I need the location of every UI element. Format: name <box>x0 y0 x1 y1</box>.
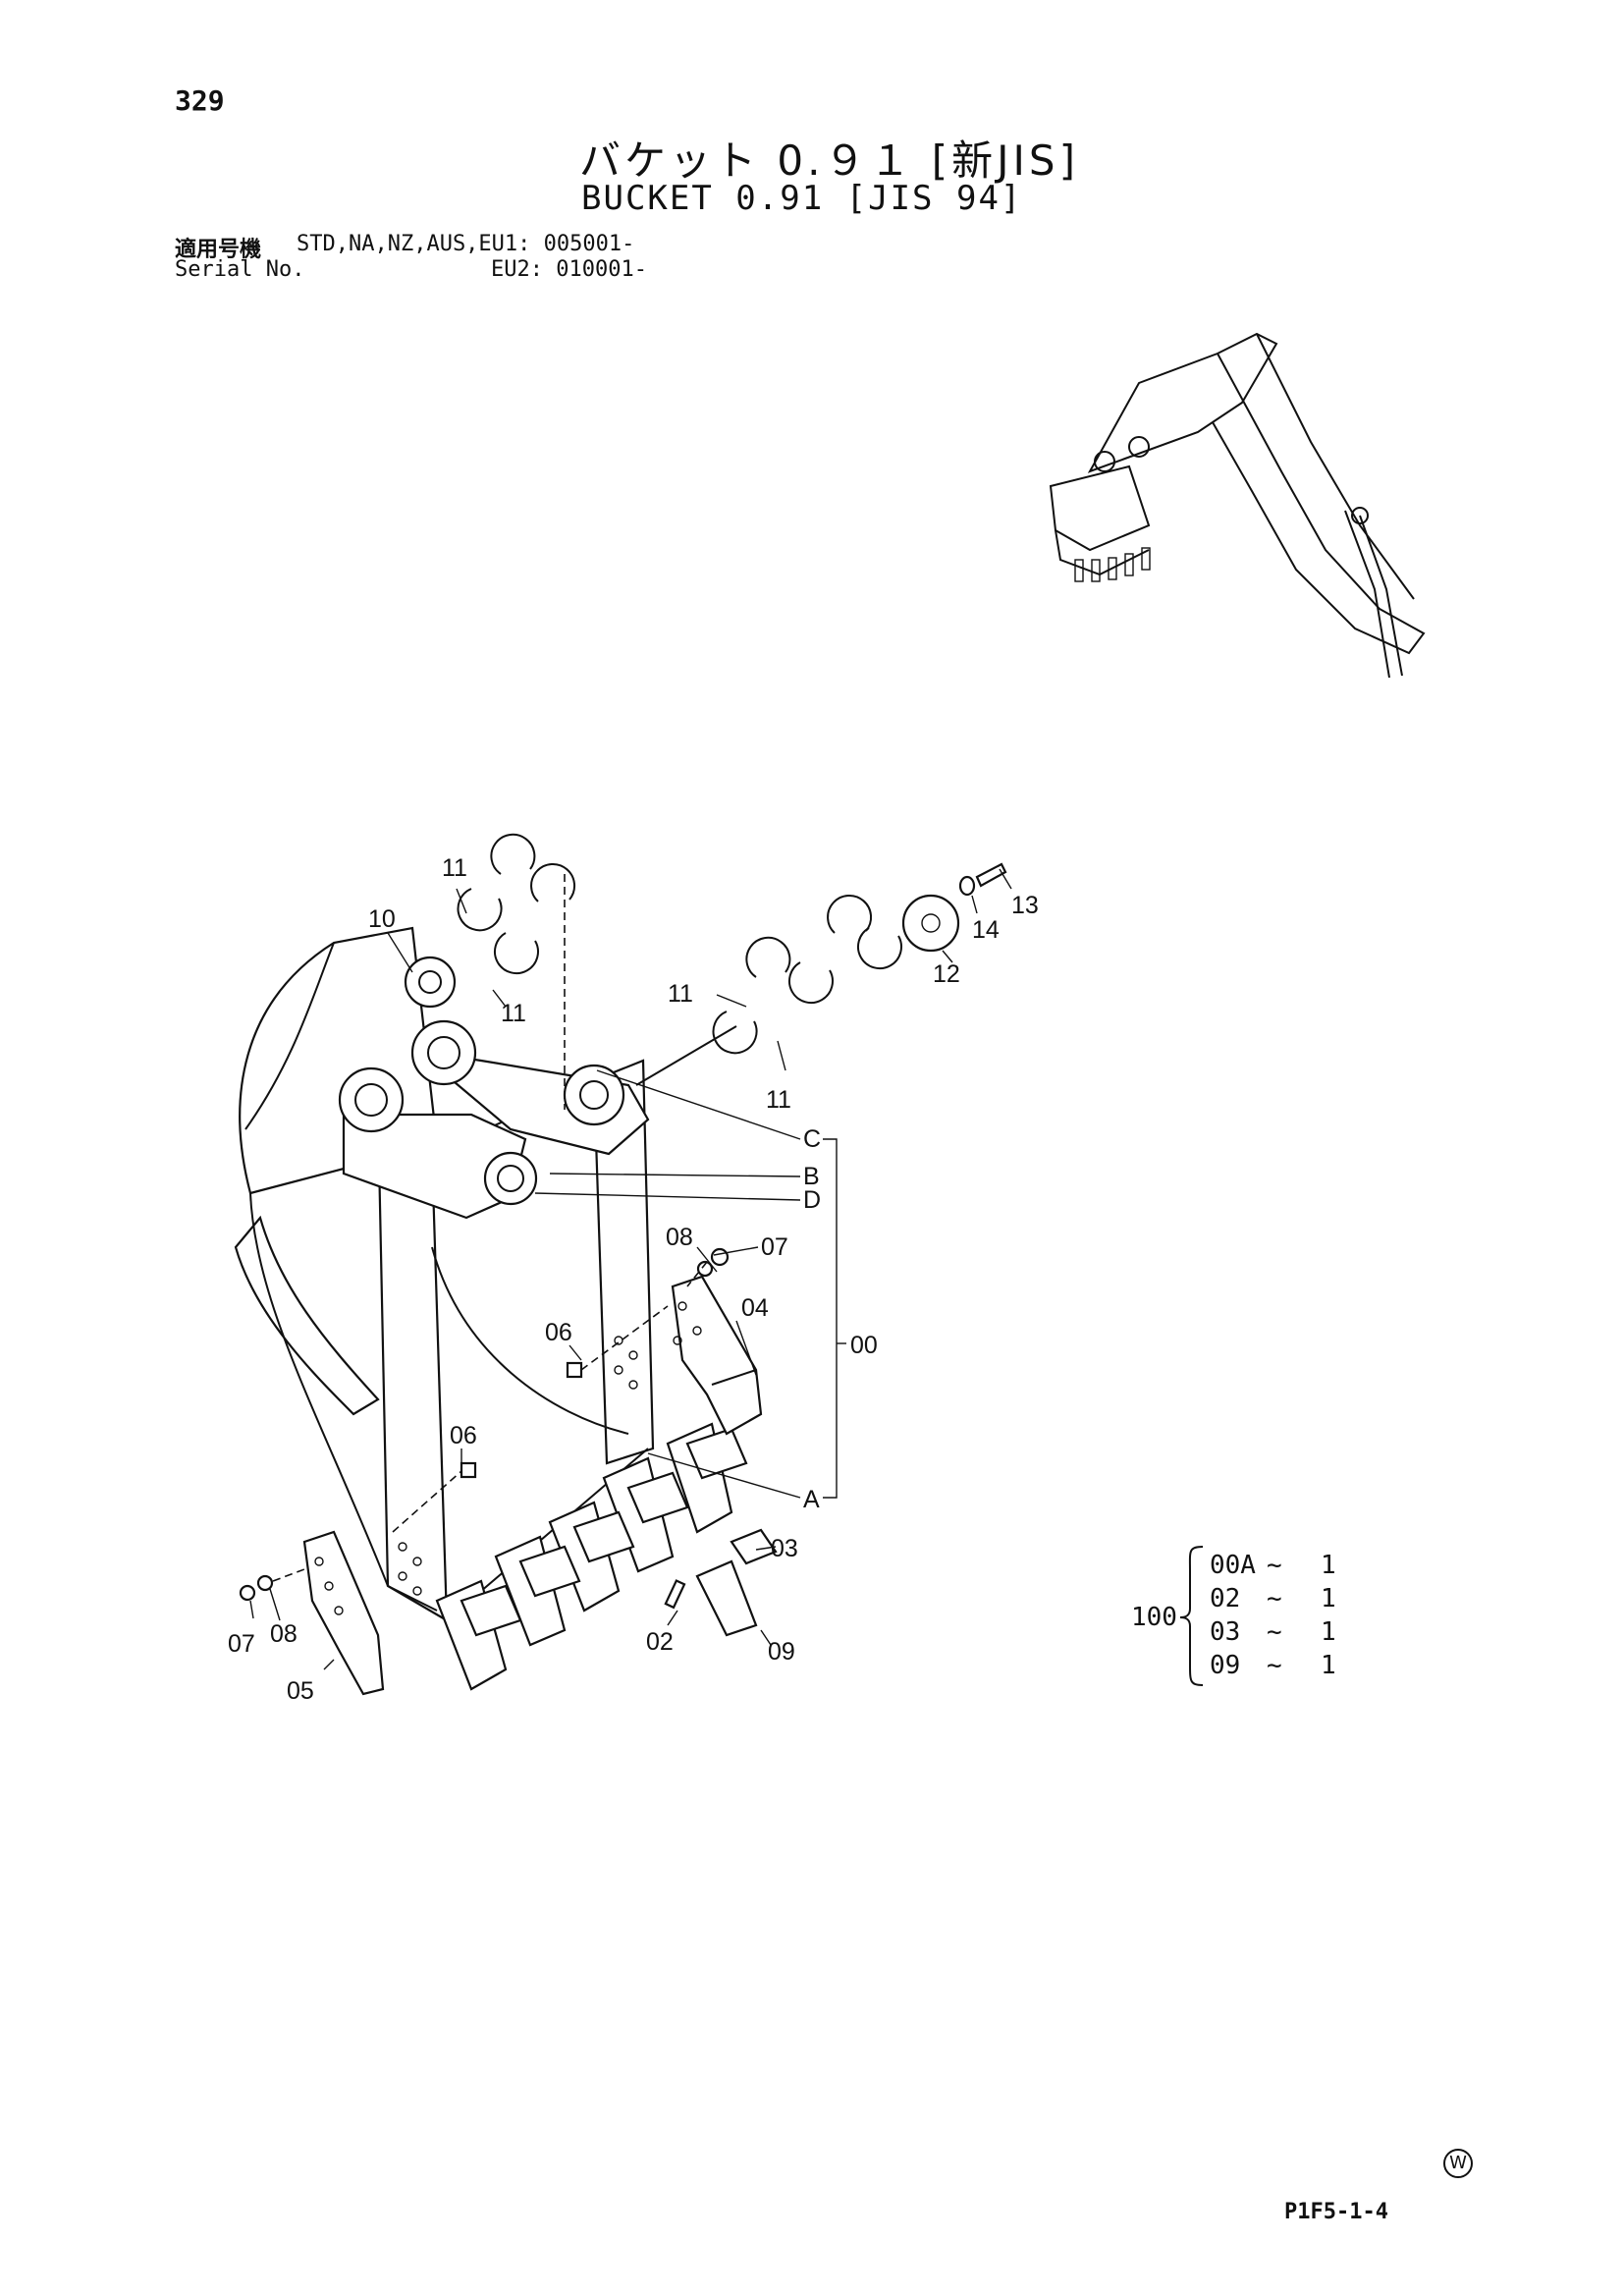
leader-lines <box>249 868 1012 1670</box>
callout-05: 05 <box>287 1677 314 1705</box>
corner-mark: W <box>1443 2149 1473 2178</box>
serial-range-line2: EU2: 010001- <box>491 257 647 282</box>
callout-11-top: 11 <box>442 854 467 882</box>
row-0-qty: 1 <box>1321 1551 1336 1580</box>
row-2-qty: 1 <box>1321 1617 1336 1647</box>
callout-ref-b: B <box>803 1163 820 1190</box>
title-japanese: バケット 0.９１ [新JIS] <box>579 137 1079 185</box>
bucket-body <box>234 926 655 1622</box>
row-1-qty: 1 <box>1321 1584 1336 1613</box>
callout-11-lower: 11 <box>766 1086 791 1114</box>
title-english: BUCKET 0.91 [JIS 94] <box>581 179 1023 218</box>
callout-09: 09 <box>768 1638 795 1666</box>
callout-ref-a: A <box>803 1486 820 1513</box>
callout-03: 03 <box>771 1535 798 1562</box>
row-2-part: 03 <box>1210 1617 1240 1647</box>
callout-07-lower: 07 <box>228 1630 255 1658</box>
callout-13: 13 <box>1011 892 1039 919</box>
assembly-quantity-list: 100 00A ~ 1 02 ~ 1 03 ~ 1 09 ~ 1 <box>1131 1546 1336 1686</box>
serial-label-english: Serial No. <box>175 257 305 282</box>
bucket-teeth <box>435 1422 778 1691</box>
callout-07-upper: 07 <box>761 1233 788 1261</box>
callout-00: 00 <box>850 1332 878 1359</box>
callout-11-left: 11 <box>501 1000 526 1027</box>
callout-08-upper: 08 <box>666 1224 693 1251</box>
pin-shims <box>404 833 1007 1110</box>
row-0-part: 00A <box>1210 1551 1256 1580</box>
serial-range-line1: STD,NA,NZ,AUS,EU1: 005001- <box>297 232 635 256</box>
callout-ref-d: D <box>803 1186 821 1214</box>
callout-ref-c: C <box>803 1125 821 1153</box>
bolts-and-washers <box>239 1247 730 1602</box>
excavator-locator-illustration <box>1049 332 1426 679</box>
row-0-sep: ~ <box>1267 1551 1282 1580</box>
assembly-number: 100 <box>1131 1603 1177 1632</box>
row-1-part: 02 <box>1210 1584 1240 1613</box>
callout-10: 10 <box>368 905 396 933</box>
callout-02: 02 <box>646 1628 674 1656</box>
serial-label-japanese: 適用号機 <box>175 238 262 262</box>
callout-12: 12 <box>933 960 960 988</box>
row-3-sep: ~ <box>1267 1651 1282 1680</box>
row-2-sep: ~ <box>1267 1617 1282 1647</box>
document-reference: P1F5-1-4 <box>1284 2200 1388 2224</box>
callout-04: 04 <box>741 1294 769 1322</box>
row-3-qty: 1 <box>1321 1651 1336 1680</box>
callout-labels: 11 10 11 11 11 12 13 14 C B D A 00 08 07… <box>228 854 1039 1705</box>
callout-06-lower: 06 <box>450 1422 477 1449</box>
callout-14: 14 <box>972 916 1000 944</box>
row-3-part: 09 <box>1210 1651 1240 1680</box>
row-1-sep: ~ <box>1267 1584 1282 1613</box>
callout-11-middle: 11 <box>668 980 693 1008</box>
callout-06-upper: 06 <box>545 1319 572 1346</box>
page-number: 329 <box>175 84 225 117</box>
callout-08-lower: 08 <box>270 1620 298 1648</box>
